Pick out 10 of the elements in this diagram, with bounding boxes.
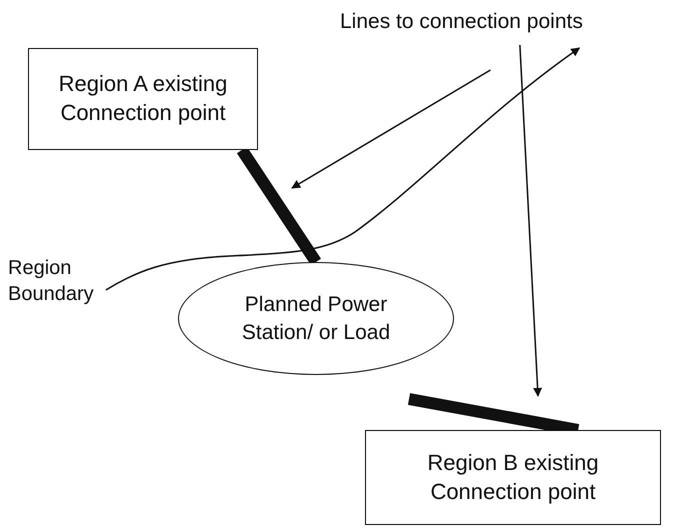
- node-text: Region B existing Connection point: [426, 448, 600, 506]
- node-text: Region Boundary: [8, 257, 94, 305]
- boundary-line: [106, 47, 580, 291]
- node-text: Lines to connection points: [340, 10, 583, 33]
- node-text: Region A existing Connection point: [58, 70, 228, 127]
- connection-point-box: [365, 430, 661, 525]
- leader-arrow: [519, 44, 542, 397]
- connection-point-box: [28, 48, 258, 150]
- leader-arrow: [291, 69, 491, 189]
- node-text: Planned Power Station/ or Load: [240, 292, 392, 346]
